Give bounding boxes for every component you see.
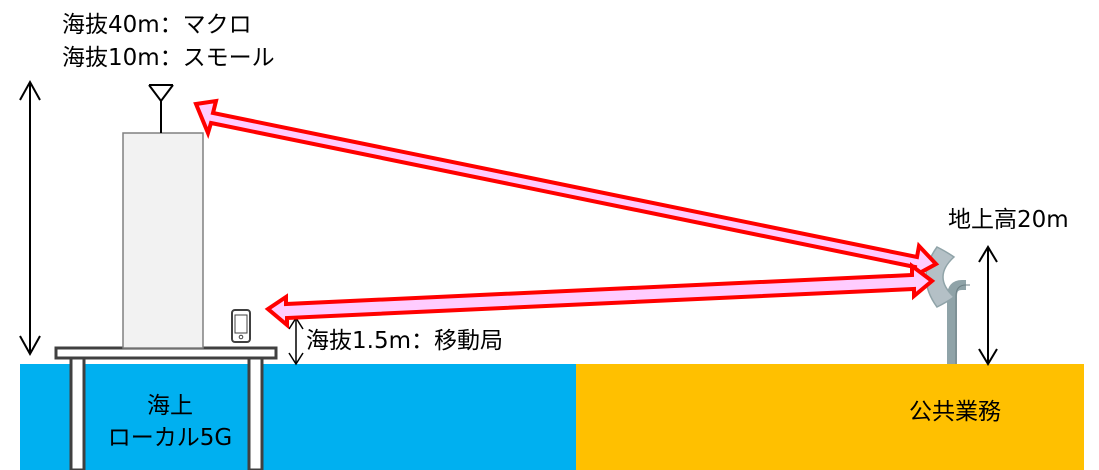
sea-area	[20, 364, 576, 470]
tower-height-label-small: 海抜10m：スモール	[62, 45, 275, 71]
land-area-label: 公共業務	[909, 399, 1001, 425]
interference-link-tower	[193, 98, 940, 280]
sea-area-label-line2: ローカル5G	[107, 425, 233, 451]
sea-area-label-line1: 海上	[147, 393, 193, 419]
mobile-height-label: 海抜1.5m：移動局	[306, 328, 503, 354]
platform-leg-right	[247, 350, 264, 470]
smartphone-icon	[231, 309, 251, 343]
public-height-label: 地上高20m	[948, 207, 1069, 233]
interference-link-mobile	[264, 262, 936, 330]
tower-height-label-macro: 海抜40m：マクロ	[62, 12, 252, 38]
antenna-icon	[148, 84, 174, 133]
platform-deck	[54, 346, 278, 360]
base-station-tower	[122, 132, 204, 349]
platform-leg-left	[69, 350, 86, 470]
land-area	[576, 364, 1084, 470]
